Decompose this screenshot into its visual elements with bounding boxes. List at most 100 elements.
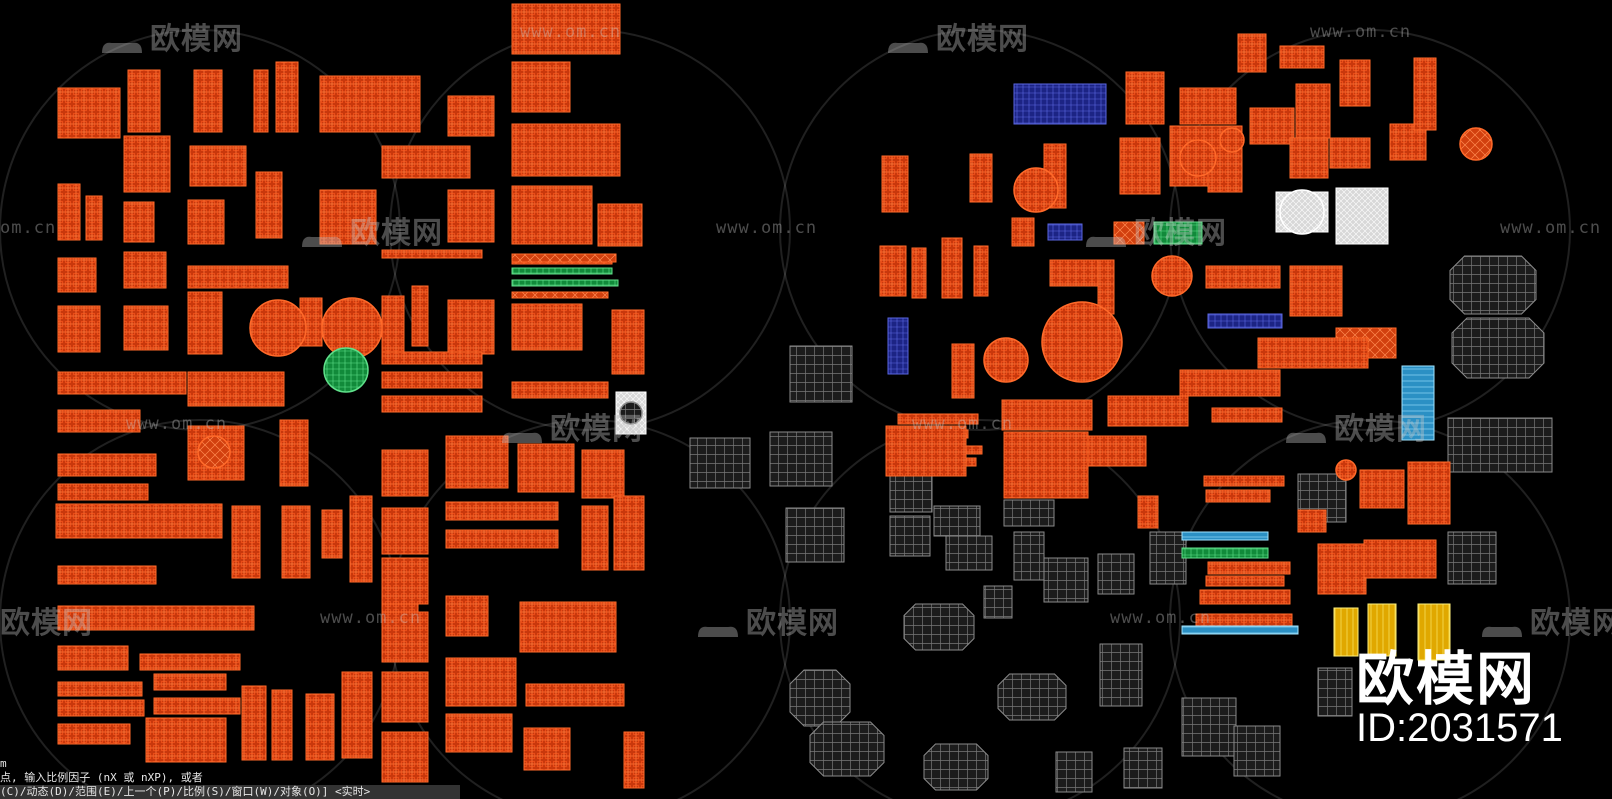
cad-block[interactable] xyxy=(57,87,121,139)
cad-block[interactable] xyxy=(279,419,309,487)
cad-block[interactable] xyxy=(613,495,645,571)
cad-block[interactable] xyxy=(941,237,963,299)
cad-block[interactable] xyxy=(511,303,583,351)
cad-block[interactable] xyxy=(447,299,495,355)
cad-block[interactable] xyxy=(381,449,429,497)
cad-block[interactable] xyxy=(241,685,267,761)
cad-block[interactable] xyxy=(1447,417,1553,473)
cad-block[interactable] xyxy=(123,201,155,243)
cad-block[interactable] xyxy=(381,295,405,355)
cad-block[interactable] xyxy=(57,681,143,697)
cad-block[interactable] xyxy=(1001,399,1093,431)
cad-block[interactable] xyxy=(1329,137,1371,169)
cad-block[interactable] xyxy=(153,673,227,691)
cad-block[interactable] xyxy=(887,317,909,375)
cad-block-round[interactable] xyxy=(1151,255,1193,297)
cad-block[interactable] xyxy=(879,245,907,297)
cad-block[interactable] xyxy=(445,657,517,707)
cad-block[interactable] xyxy=(1119,137,1161,195)
cad-block[interactable] xyxy=(519,601,617,653)
cad-block[interactable] xyxy=(1003,499,1055,527)
cad-block[interactable] xyxy=(1181,531,1269,541)
cad-block[interactable] xyxy=(447,95,495,137)
cad-block[interactable] xyxy=(381,557,429,605)
cad-block[interactable] xyxy=(57,483,149,501)
cad-block[interactable] xyxy=(769,431,833,487)
cad-block[interactable] xyxy=(445,435,509,489)
cad-block[interactable] xyxy=(445,501,559,521)
cad-block[interactable] xyxy=(1203,475,1285,487)
cad-block[interactable] xyxy=(187,199,225,245)
cad-block[interactable] xyxy=(57,305,101,353)
cad-block[interactable] xyxy=(1097,553,1135,595)
cad-block[interactable] xyxy=(1207,313,1283,329)
cad-block[interactable] xyxy=(1153,221,1203,245)
cad-block[interactable] xyxy=(253,69,269,133)
cad-block[interactable] xyxy=(1181,697,1237,757)
cad-block[interactable] xyxy=(445,529,559,549)
cad-block[interactable] xyxy=(1289,137,1329,179)
cad-block[interactable] xyxy=(381,611,429,663)
command-prompt-line[interactable]: (C)/动态(D)/范围(E)/上一个(P)/比例(S)/窗口(W)/对象(O)… xyxy=(0,785,460,799)
cad-block[interactable] xyxy=(445,713,513,753)
cad-block[interactable] xyxy=(1123,747,1163,789)
cad-block[interactable] xyxy=(1125,71,1165,125)
cad-block[interactable] xyxy=(511,123,621,177)
cad-block[interactable] xyxy=(511,185,593,245)
cad-block[interactable] xyxy=(57,371,187,395)
cad-block[interactable] xyxy=(785,507,845,563)
cad-block-octagon[interactable] xyxy=(997,673,1067,721)
cad-block[interactable] xyxy=(381,371,483,389)
cad-block[interactable] xyxy=(1113,221,1145,245)
cad-block[interactable] xyxy=(1237,33,1267,73)
cad-block-round[interactable] xyxy=(197,435,231,469)
cad-block[interactable] xyxy=(1205,265,1281,289)
cad-block[interactable] xyxy=(1107,395,1189,427)
cad-block[interactable] xyxy=(145,717,227,763)
cad-block[interactable] xyxy=(1149,531,1187,585)
cad-block[interactable] xyxy=(381,671,429,723)
cad-block[interactable] xyxy=(153,697,241,715)
cad-block[interactable] xyxy=(381,395,483,413)
cad-block[interactable] xyxy=(1295,83,1331,139)
cad-block[interactable] xyxy=(1249,107,1295,145)
command-line-panel[interactable]: m 点, 输入比例因子 (nX 或 nXP), 或者 (C)/动态(D)/范围(… xyxy=(0,757,460,799)
cad-block[interactable] xyxy=(445,595,489,637)
cad-block[interactable] xyxy=(1401,365,1435,441)
cad-block[interactable] xyxy=(1363,539,1437,579)
cad-block-round[interactable] xyxy=(1459,127,1493,161)
cad-block[interactable] xyxy=(973,245,989,297)
cad-block[interactable] xyxy=(1333,607,1359,657)
cad-block[interactable] xyxy=(897,413,979,425)
cad-block[interactable] xyxy=(945,535,993,571)
cad-block[interactable] xyxy=(1289,265,1343,317)
cad-block[interactable] xyxy=(193,69,223,133)
cad-block[interactable] xyxy=(57,723,131,745)
cad-block-round[interactable] xyxy=(1179,139,1217,177)
cad-block[interactable] xyxy=(1417,603,1451,661)
cad-block[interactable] xyxy=(231,505,261,579)
cad-block[interactable] xyxy=(1207,561,1291,575)
cad-block-round[interactable] xyxy=(1219,127,1245,153)
cad-block[interactable] xyxy=(623,731,645,789)
cad-block[interactable] xyxy=(511,291,609,299)
cad-block[interactable] xyxy=(381,249,483,259)
cad-block[interactable] xyxy=(319,75,421,133)
cad-block[interactable] xyxy=(1199,589,1291,605)
cad-block-group[interactable] xyxy=(55,3,1553,793)
cad-block[interactable] xyxy=(127,69,161,133)
cad-block-round[interactable] xyxy=(983,337,1029,383)
cad-block[interactable] xyxy=(123,305,169,351)
cad-block[interactable] xyxy=(57,645,129,671)
cad-block-octagon[interactable] xyxy=(809,721,885,777)
cad-block[interactable] xyxy=(123,251,167,289)
cad-block[interactable] xyxy=(271,689,293,761)
cad-block[interactable] xyxy=(581,449,625,499)
cad-block[interactable] xyxy=(1137,495,1159,529)
cad-block[interactable] xyxy=(1043,557,1089,603)
cad-block[interactable] xyxy=(885,425,967,477)
cad-block-round[interactable] xyxy=(1013,167,1059,213)
cad-block[interactable] xyxy=(517,443,575,493)
cad-block[interactable] xyxy=(1279,45,1325,69)
cad-block[interactable] xyxy=(321,509,343,559)
